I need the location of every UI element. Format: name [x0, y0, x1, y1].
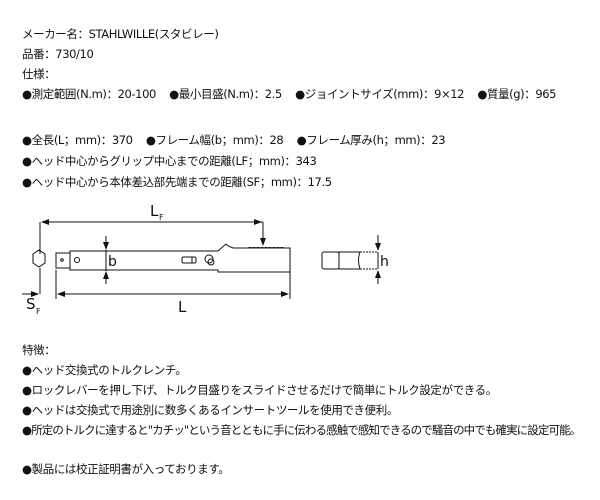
label-b: b: [108, 254, 117, 270]
spec-row-1: ●測定範囲(N.m)：20-100 ●最小目盛(N.m)：2.5 ●ジョイントサ…: [22, 87, 566, 101]
features-heading: 特徴：: [22, 343, 56, 357]
label-lf: L: [150, 202, 159, 220]
grip-serration: [247, 247, 285, 249]
label-sf-sub: F: [36, 307, 41, 316]
spec-weight: ●質量(g)：965: [477, 87, 557, 101]
feature-item: ●ヘッド交換式のトルクレンチ。: [22, 363, 187, 377]
spec-row-2: ●全長(L；mm)：370 ●フレーム幅(b；mm)：28 ●フレーム厚み(h；…: [22, 133, 455, 147]
spec-min-scale: ●最小目盛(N.m)：2.5: [169, 87, 282, 101]
feature-item: ●ヘッドは交換式で用途別に数多くあるインサートツールを使用でき便利。: [22, 403, 398, 417]
feature-item: ●ロックレバーを押し下げ、トルク目盛りをスライドさせるだけで簡単にトルク設定がで…: [22, 383, 497, 397]
part-number: 品番：730/10: [22, 47, 94, 61]
spec-joint-size: ●ジョイントサイズ(mm)：9×12: [295, 87, 465, 101]
spec-frame-width: ●フレーム幅(b；mm)：28: [145, 133, 284, 147]
side-view-body: [338, 251, 361, 270]
label-l: L: [178, 298, 187, 316]
spec-heading: 仕様：: [22, 67, 56, 81]
spec-total-length: ●全長(L；mm)：370: [22, 133, 133, 147]
tube-hole-icon: [74, 257, 80, 263]
wrench-body: [69, 243, 291, 273]
label-h: h: [380, 254, 389, 270]
feature-item: ●所定のトルクに達すると"カチッ"という音とともに手に伝わる感触で感知できるので…: [22, 423, 581, 437]
label-sf: S: [26, 295, 36, 313]
side-view-head: [321, 251, 340, 270]
certificate-note: ●製品には校正証明書が入っております。: [22, 462, 230, 476]
label-lf-sub: F: [159, 213, 164, 222]
lever-knob-icon: [204, 254, 214, 264]
insert-pin-icon: [60, 258, 64, 262]
spec-sf-distance: ●ヘッド中心から本体差込部先端までの距離(SF；mm)：17.5: [22, 175, 332, 189]
head-hexagon-icon: [32, 249, 46, 268]
maker-name: メーカー名：STAHLWILLE(スタビレー): [22, 27, 219, 41]
spec-measuring-range: ●測定範囲(N.m)：20-100: [22, 87, 156, 101]
lock-lever: [181, 256, 197, 264]
spec-frame-thickness: ●フレーム厚み(h；mm)：23: [296, 133, 446, 147]
spec-lf-distance: ●ヘッド中心からグリップ中心までの距離(LF；mm)：343: [22, 154, 317, 168]
